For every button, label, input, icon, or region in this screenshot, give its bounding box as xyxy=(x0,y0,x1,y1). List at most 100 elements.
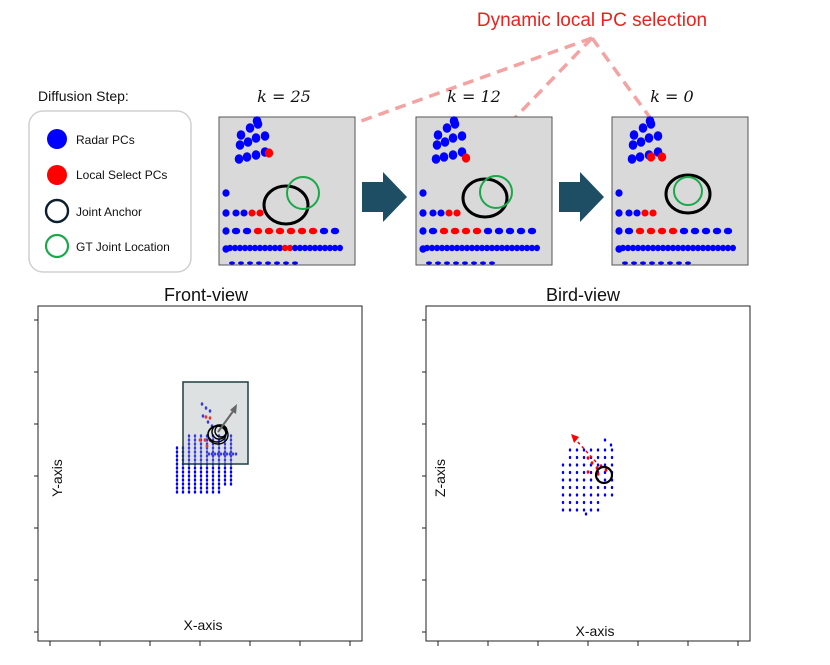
joint-anchor-ring xyxy=(262,184,310,226)
radar-point xyxy=(242,244,248,252)
direction-arrow xyxy=(575,439,597,463)
bird-view-title: Bird-view xyxy=(546,285,621,305)
anchor-ring-icon xyxy=(44,198,70,224)
local-region-box xyxy=(182,381,249,465)
radar-point xyxy=(568,470,572,475)
radar-point xyxy=(175,466,179,470)
radar-point xyxy=(624,227,634,235)
radar-point xyxy=(292,244,298,252)
radar-point xyxy=(175,450,179,454)
local-point xyxy=(586,470,590,474)
step-arrow-icon xyxy=(362,172,407,222)
radar-point xyxy=(429,244,435,252)
radar-point xyxy=(223,446,227,450)
radar-point xyxy=(615,227,623,235)
radar-point xyxy=(240,209,248,217)
radar-point xyxy=(527,227,537,235)
radar-point xyxy=(457,131,467,141)
step-label-k12: k = 12 xyxy=(447,87,501,106)
radar-point xyxy=(635,244,641,252)
radar-point xyxy=(568,455,572,460)
radar-point xyxy=(187,458,191,462)
radar-point xyxy=(236,130,246,140)
radar-point xyxy=(575,463,579,467)
direction-arrowhead-icon xyxy=(230,404,237,414)
radar-point xyxy=(242,152,252,162)
radar-point xyxy=(529,244,535,252)
radar-point xyxy=(419,189,427,197)
local-point xyxy=(282,244,288,252)
radar-point xyxy=(589,448,593,452)
radar-point xyxy=(494,244,500,252)
radar-point xyxy=(448,150,458,160)
radar-point xyxy=(596,500,600,505)
radar-point xyxy=(175,490,179,494)
radar-point xyxy=(251,133,261,143)
radar-point xyxy=(205,478,209,482)
radar-point xyxy=(312,244,318,252)
radar-point xyxy=(319,227,329,235)
radar-point xyxy=(690,244,696,252)
radar-point xyxy=(660,244,666,252)
radar-point xyxy=(211,482,215,486)
radar-point xyxy=(603,455,607,460)
radar-point xyxy=(222,227,230,235)
radar-point xyxy=(217,478,221,482)
radar-point xyxy=(561,493,565,497)
radar-point xyxy=(589,508,593,512)
front-view-points xyxy=(175,402,238,494)
legend-item-local: Local Select PCs xyxy=(47,165,167,185)
radar-point xyxy=(575,508,579,512)
radar-point xyxy=(205,438,209,442)
radar-point xyxy=(199,470,203,474)
radar-point xyxy=(603,478,607,482)
radar-point xyxy=(680,244,686,252)
radar-point xyxy=(193,470,197,474)
joint-anchor-ring xyxy=(461,177,509,219)
radar-point xyxy=(561,470,565,475)
radar-point xyxy=(610,448,614,452)
radar-point xyxy=(193,474,197,478)
radar-point xyxy=(582,500,586,505)
radar-point xyxy=(622,261,628,265)
radar-point xyxy=(432,140,442,150)
legend-item-anchor: Joint Anchor xyxy=(44,198,142,224)
radar-point xyxy=(217,474,221,478)
radar-point xyxy=(715,244,721,252)
radar-point xyxy=(187,438,191,442)
radar-point xyxy=(631,261,637,265)
radar-point xyxy=(211,470,215,474)
local-point xyxy=(657,227,667,235)
radar-point xyxy=(676,261,682,265)
radar-point xyxy=(644,133,654,143)
radar-point xyxy=(223,466,227,470)
radar-point xyxy=(307,244,313,252)
radar-point xyxy=(252,116,262,126)
local-point xyxy=(461,153,471,163)
radar-point xyxy=(187,466,191,470)
radar-point xyxy=(205,458,209,462)
radar-point xyxy=(484,244,490,252)
radar-point xyxy=(426,261,432,265)
radar-point xyxy=(489,261,495,265)
radar-point xyxy=(582,463,586,467)
radar-point xyxy=(256,261,262,265)
radar-point xyxy=(222,209,230,217)
radar-point xyxy=(596,448,600,452)
bird-view-overlay xyxy=(571,434,614,485)
radar-point xyxy=(207,452,211,456)
local-point xyxy=(586,456,590,460)
radar-point xyxy=(245,123,255,133)
local-point xyxy=(264,227,274,235)
direction-arrowhead-icon xyxy=(571,434,579,443)
radar-point xyxy=(262,244,268,252)
local-point xyxy=(203,438,207,442)
radar-point xyxy=(211,466,215,470)
radar-point xyxy=(685,261,691,265)
radar-point xyxy=(187,474,191,478)
radar-point xyxy=(193,458,197,462)
legend-label: GT Joint Location xyxy=(76,240,170,254)
radar-point xyxy=(471,261,477,265)
radar-point xyxy=(561,508,565,512)
radar-point xyxy=(561,463,565,467)
